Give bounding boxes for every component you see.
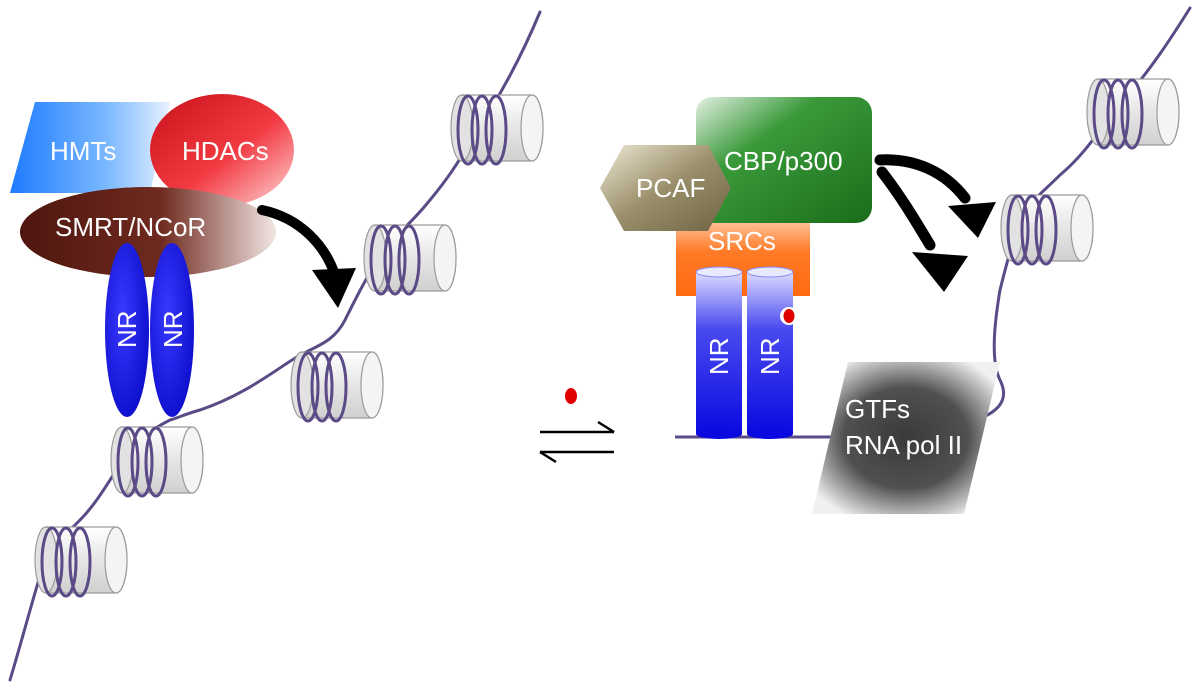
curved-arrow-left <box>257 205 356 308</box>
gtfs-label: GTFs <box>845 394 910 424</box>
rnapol-label: RNA pol II <box>845 430 962 460</box>
left-chromatin <box>8 10 545 682</box>
pcaf-shape <box>600 145 731 231</box>
coactivator-complex: SRCs CBP/p300 PCAF NR NR <box>600 97 872 439</box>
hdacs-label: HDACs <box>182 136 269 166</box>
nucleosome <box>449 93 545 166</box>
gtfs-rnapol-complex: GTFs RNA pol II <box>812 362 1000 514</box>
nr-oval-1 <box>105 243 149 417</box>
bound-ligand <box>783 309 795 323</box>
nr-cylinder-1 <box>695 266 743 439</box>
nr-oval-2 <box>150 243 194 417</box>
cbp-p300-shape <box>696 97 872 223</box>
hdacs-shape <box>150 94 294 206</box>
nucleosome <box>1085 77 1181 150</box>
corepressor-complex: HMTs HDACs SMRT/NCoR NR NR <box>10 94 294 417</box>
equilibrium-arrows <box>539 420 615 464</box>
nucleosome <box>33 525 129 598</box>
smrt-ncor-label: SMRT/NCoR <box>55 212 206 242</box>
nucleosome <box>289 350 385 423</box>
nr-label: NR <box>112 310 142 348</box>
srcs-label: SRCs <box>708 226 776 256</box>
curved-arrow-right-2 <box>876 166 968 292</box>
smrt-ncor-shape <box>20 187 276 277</box>
nr-label: NR <box>704 337 734 375</box>
hmts-shape <box>10 102 170 193</box>
nucleosome <box>109 425 205 498</box>
nr-cylinder-2 <box>746 266 794 439</box>
nr-label: NR <box>158 310 188 348</box>
nucleosome <box>999 193 1095 266</box>
ligand-dot <box>565 388 577 404</box>
pcaf-label: PCAF <box>636 173 705 203</box>
nr-label: NR <box>755 337 785 375</box>
nucleosome <box>362 223 458 296</box>
cbp-p300-label: CBP/p300 <box>724 146 843 176</box>
hmts-label: HMTs <box>50 136 116 166</box>
gtfs-shape <box>812 362 1000 514</box>
curved-arrow-right-1 <box>874 154 996 238</box>
